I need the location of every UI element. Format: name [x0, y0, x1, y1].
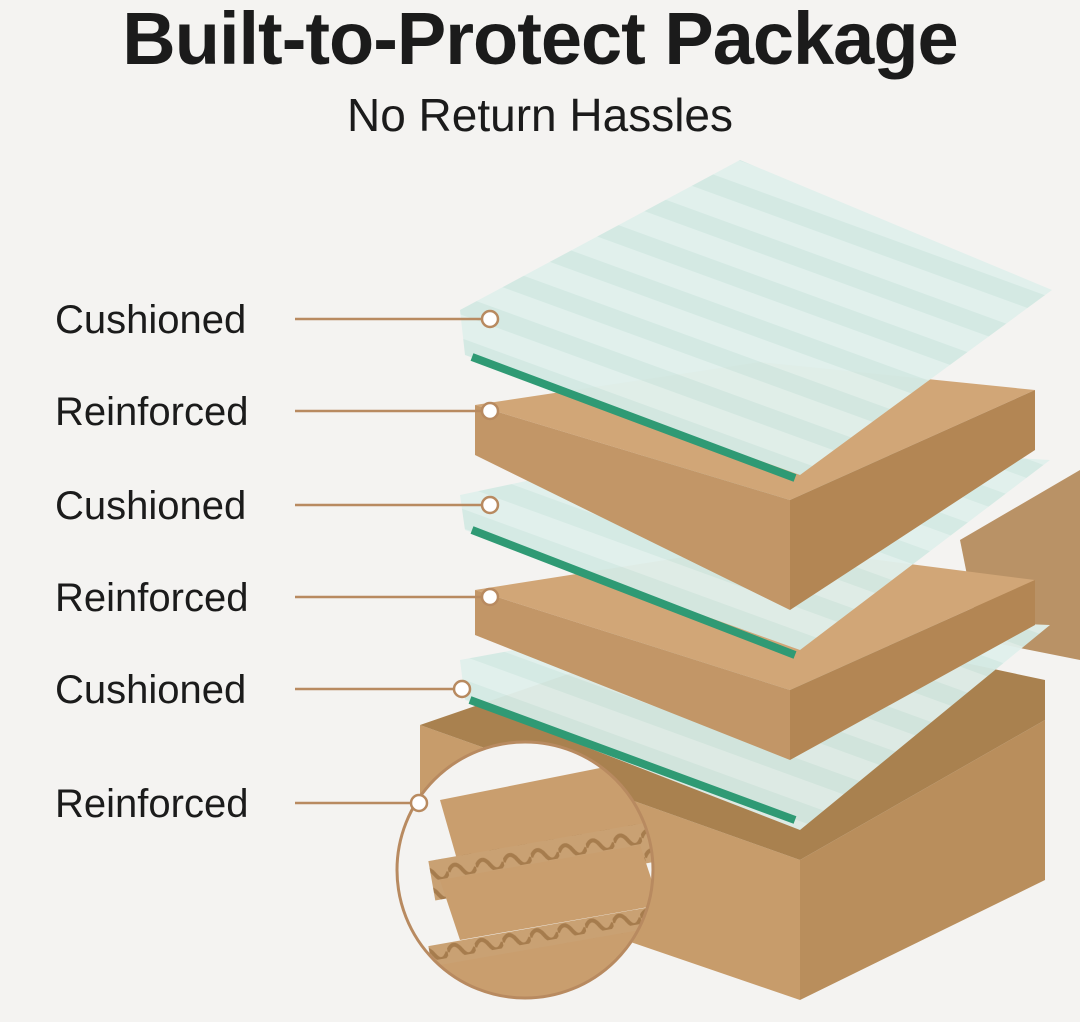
- page-title: Built-to-Protect Package: [122, 0, 958, 80]
- layer-label-cushioned-1: Cushioned: [55, 298, 247, 342]
- layer-label-reinforced-1: Reinforced: [55, 390, 249, 434]
- layer-label-reinforced-3: Reinforced: [55, 782, 249, 826]
- layer-label-cushioned-2: Cushioned: [55, 484, 247, 528]
- leader-lines: [295, 309, 500, 813]
- magnifier-ring: [395, 740, 655, 1000]
- page-subtitle: No Return Hassles: [346, 89, 734, 141]
- corrugation-detail: [397, 742, 653, 998]
- layer-label-cushioned-3: Cushioned: [55, 668, 247, 712]
- layer-label-reinforced-2: Reinforced: [55, 576, 249, 620]
- foam-layer-top: [460, 160, 1052, 482]
